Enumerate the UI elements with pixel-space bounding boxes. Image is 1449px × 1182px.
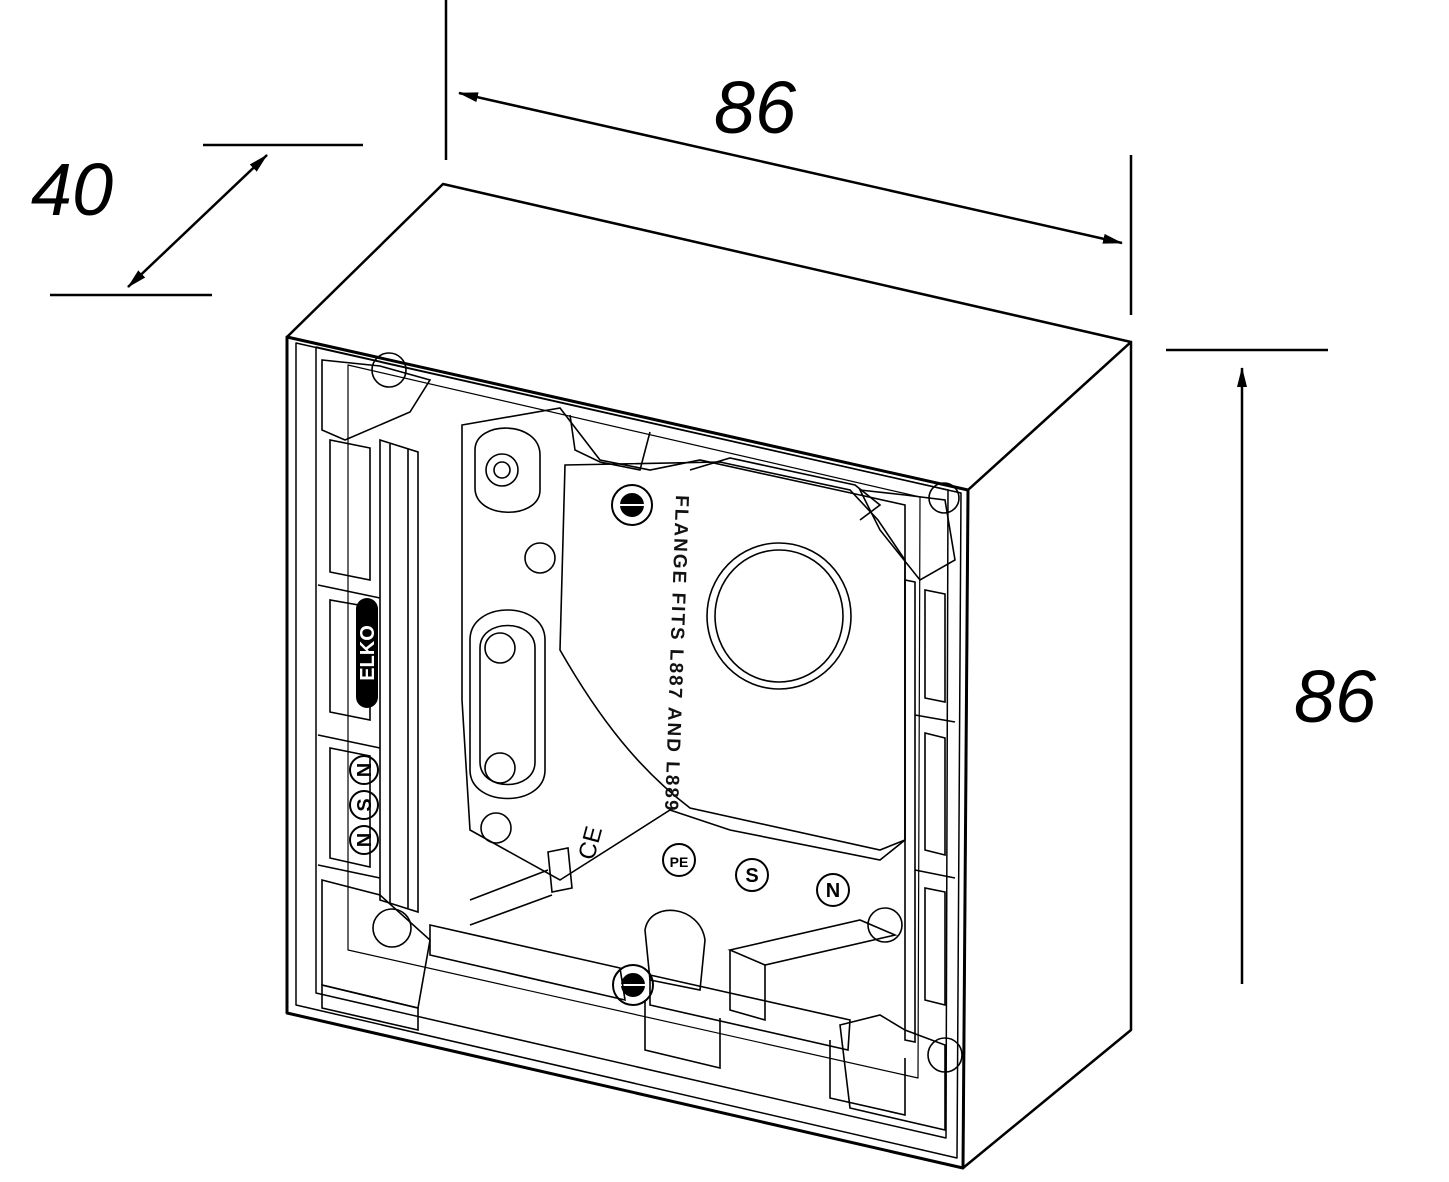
left-top-screw-hole (371, 352, 407, 388)
left-wall-divider-1 (317, 584, 381, 599)
left-terminal-symbol-1-circle (349, 755, 379, 785)
bottom-right-screw-hole (927, 1037, 963, 1073)
left-terminal-symbol-3: N (354, 833, 376, 847)
brand-logo-text: ELKO (357, 625, 379, 681)
left-wall-divider-3 (317, 864, 381, 879)
right-wall-pillar (904, 579, 916, 1043)
width-dimension: 86 (444, 0, 1133, 315)
bottom-channel (727, 919, 898, 966)
left-terminal-symbol-3-circle (349, 825, 379, 855)
right-top-corner-block (858, 489, 956, 582)
depth-dimension: 40 (31, 143, 363, 297)
left-wall-pillar-inner (389, 444, 409, 908)
top-center-cutout (569, 414, 651, 471)
right-wall-divider-2 (914, 869, 956, 879)
right-wall-slot-2 (924, 731, 946, 857)
width-label: 86 (714, 66, 797, 149)
left-terminal-symbol-2-circle (349, 790, 379, 820)
box-rim-inner-2 (315, 346, 949, 1139)
bottom-wall (321, 847, 963, 1132)
cable-knockout-inner (714, 549, 844, 683)
base-symbol-3: N (826, 880, 840, 902)
width-dimension-line (458, 91, 1123, 245)
base-symbol-2-circle (735, 858, 769, 892)
brand-logo-badge (356, 598, 378, 708)
brand-logo: ELKO (356, 598, 379, 708)
small-hole-left (524, 542, 556, 574)
top-screw (611, 484, 653, 526)
base-symbol-3-circle (816, 873, 850, 907)
base-symbol-1-circle (662, 843, 696, 877)
upper-mounting-hole (485, 453, 519, 487)
bottom-divider-1 (644, 1000, 721, 1070)
right-mid-screw-hole (867, 907, 903, 943)
bottom-boss (644, 909, 706, 991)
left-wall-slot-3 (329, 439, 371, 581)
slot-hole-top (484, 632, 516, 664)
left-wall (317, 352, 432, 1009)
upper-mounting-slot (474, 427, 541, 514)
bottom-divider-2 (829, 1040, 906, 1117)
depth-label: 40 (31, 148, 113, 231)
left-wall-slot-1 (329, 599, 371, 721)
right-wall-slot-1 (924, 589, 946, 703)
box-body (285, 182, 1133, 1170)
right-wall-slot-3 (924, 887, 946, 1007)
base-symbol-2: S (745, 865, 758, 887)
left-bottom-corner-block (321, 878, 431, 1009)
left-terminal-symbol-1: N (354, 763, 376, 777)
bottom-channel-wall (729, 950, 766, 1022)
box-inner-back (347, 364, 921, 1079)
right-wall (858, 482, 960, 1043)
left-wall-pillar (379, 438, 419, 914)
left-wall-divider-2 (317, 734, 381, 749)
depth-dimension-line (127, 154, 268, 288)
right-wall-divider-1 (914, 714, 956, 723)
bottom-screw (612, 964, 654, 1006)
left-terminal-symbol-2: S (354, 798, 376, 811)
bottom-right-block (839, 1014, 946, 1132)
top-right-cutout (689, 457, 882, 521)
base-symbol-1: PE (670, 854, 689, 870)
left-wall-slot-2 (329, 747, 371, 868)
cable-knockout-outer (706, 542, 852, 690)
upper-mounting-hole-inner (493, 461, 511, 479)
bottom-left-ledge (321, 983, 419, 1032)
right-top-screw-hole (928, 482, 960, 514)
left-terminal-symbols: N S N (349, 755, 379, 855)
bottom-stud-rail (469, 869, 553, 926)
small-hole-bottom (480, 812, 512, 844)
height-dimension: 86 (1166, 348, 1377, 984)
slot-hole-bottom (484, 752, 516, 784)
left-bottom-screw-hole (372, 908, 412, 948)
bottom-stud (547, 847, 573, 893)
screws (611, 484, 654, 1006)
bottom-rail-2 (649, 974, 851, 1051)
vertical-mounting-slot (469, 609, 546, 800)
height-label: 86 (1294, 655, 1377, 738)
left-top-corner-block (321, 359, 432, 441)
bottom-rail (429, 923, 626, 1002)
